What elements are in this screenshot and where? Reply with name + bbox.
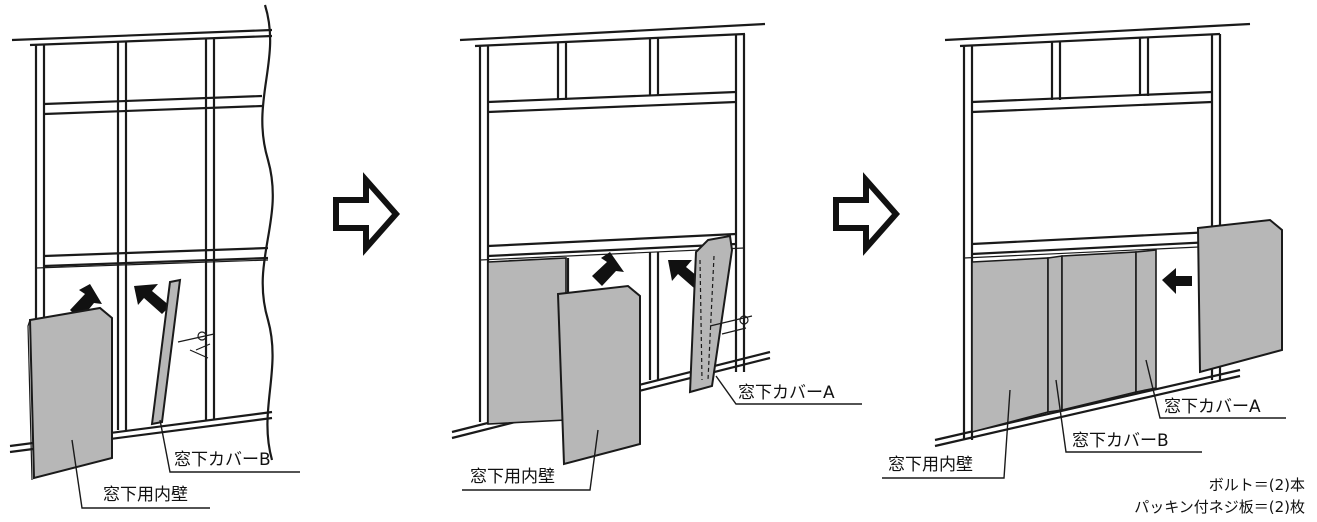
step-3-cover-b-label: 窓下カバーB bbox=[1072, 431, 1169, 451]
step-3-installed-center-wall bbox=[1061, 251, 1137, 412]
step-2-cover-a-label: 窓下カバーA bbox=[738, 383, 835, 403]
step-1-cover-b bbox=[150, 278, 182, 426]
step-3-installed-inner-wall bbox=[971, 257, 1049, 434]
step-3-installed-cover-a bbox=[1135, 249, 1157, 393]
step-2-bolt-icon bbox=[709, 315, 753, 335]
step-2-installed-inner-wall bbox=[487, 257, 567, 425]
step-1-cover-b-label: 窓下カバーB bbox=[174, 450, 271, 470]
step-3-left-arrow bbox=[1162, 268, 1192, 294]
step-2-cover-a bbox=[688, 234, 734, 394]
step-3-cover-a-label: 窓下カバーA bbox=[1164, 397, 1261, 417]
step-3-cover-b-leader bbox=[1055, 379, 1202, 453]
step-1-inner-wall-leader bbox=[71, 439, 210, 509]
step-1-inner-wall-label: 窓下用内壁 bbox=[103, 485, 188, 505]
step-arrow-1 bbox=[333, 172, 401, 256]
bolt-quantity-note: ボルト＝(2)本 bbox=[1209, 476, 1305, 494]
step-2-illustration: 窓下用内壁 窓下カバーA bbox=[451, 22, 862, 491]
step-1-window-frame bbox=[9, 4, 274, 461]
step-2-left-arrow bbox=[668, 260, 702, 288]
step-2-inner-wall-leader bbox=[462, 429, 599, 491]
step-2-inner-wall-panel bbox=[556, 284, 641, 466]
step-2-cover-a-leader bbox=[715, 375, 862, 405]
step-1-cover-b-leader bbox=[159, 419, 300, 473]
step-1-illustration: 窓下用内壁 窓下カバーB bbox=[9, 4, 300, 509]
step-arrow-2 bbox=[833, 172, 901, 256]
step-3-installed-cover-b bbox=[1047, 255, 1063, 413]
step-1-bolt-icon bbox=[177, 331, 215, 359]
step-3-inner-wall-panel bbox=[1196, 218, 1283, 374]
step-1-inner-wall-panel bbox=[27, 306, 113, 481]
step-3-illustration: 窓下用内壁 窓下カバーB 窓下カバーA bbox=[882, 22, 1286, 479]
step-2-inner-wall-label: 窓下用内壁 bbox=[470, 467, 555, 487]
packing-quantity-note: パッキン付ネジ板＝(2)枚 bbox=[1134, 498, 1305, 516]
step-2-up-arrow bbox=[592, 252, 624, 286]
step-3-inner-wall-label: 窓下用内壁 bbox=[888, 455, 973, 475]
step-3-cover-a-leader bbox=[1145, 359, 1286, 419]
step-3-inner-wall-leader bbox=[882, 389, 1011, 479]
step-1-left-arrow bbox=[134, 284, 170, 314]
